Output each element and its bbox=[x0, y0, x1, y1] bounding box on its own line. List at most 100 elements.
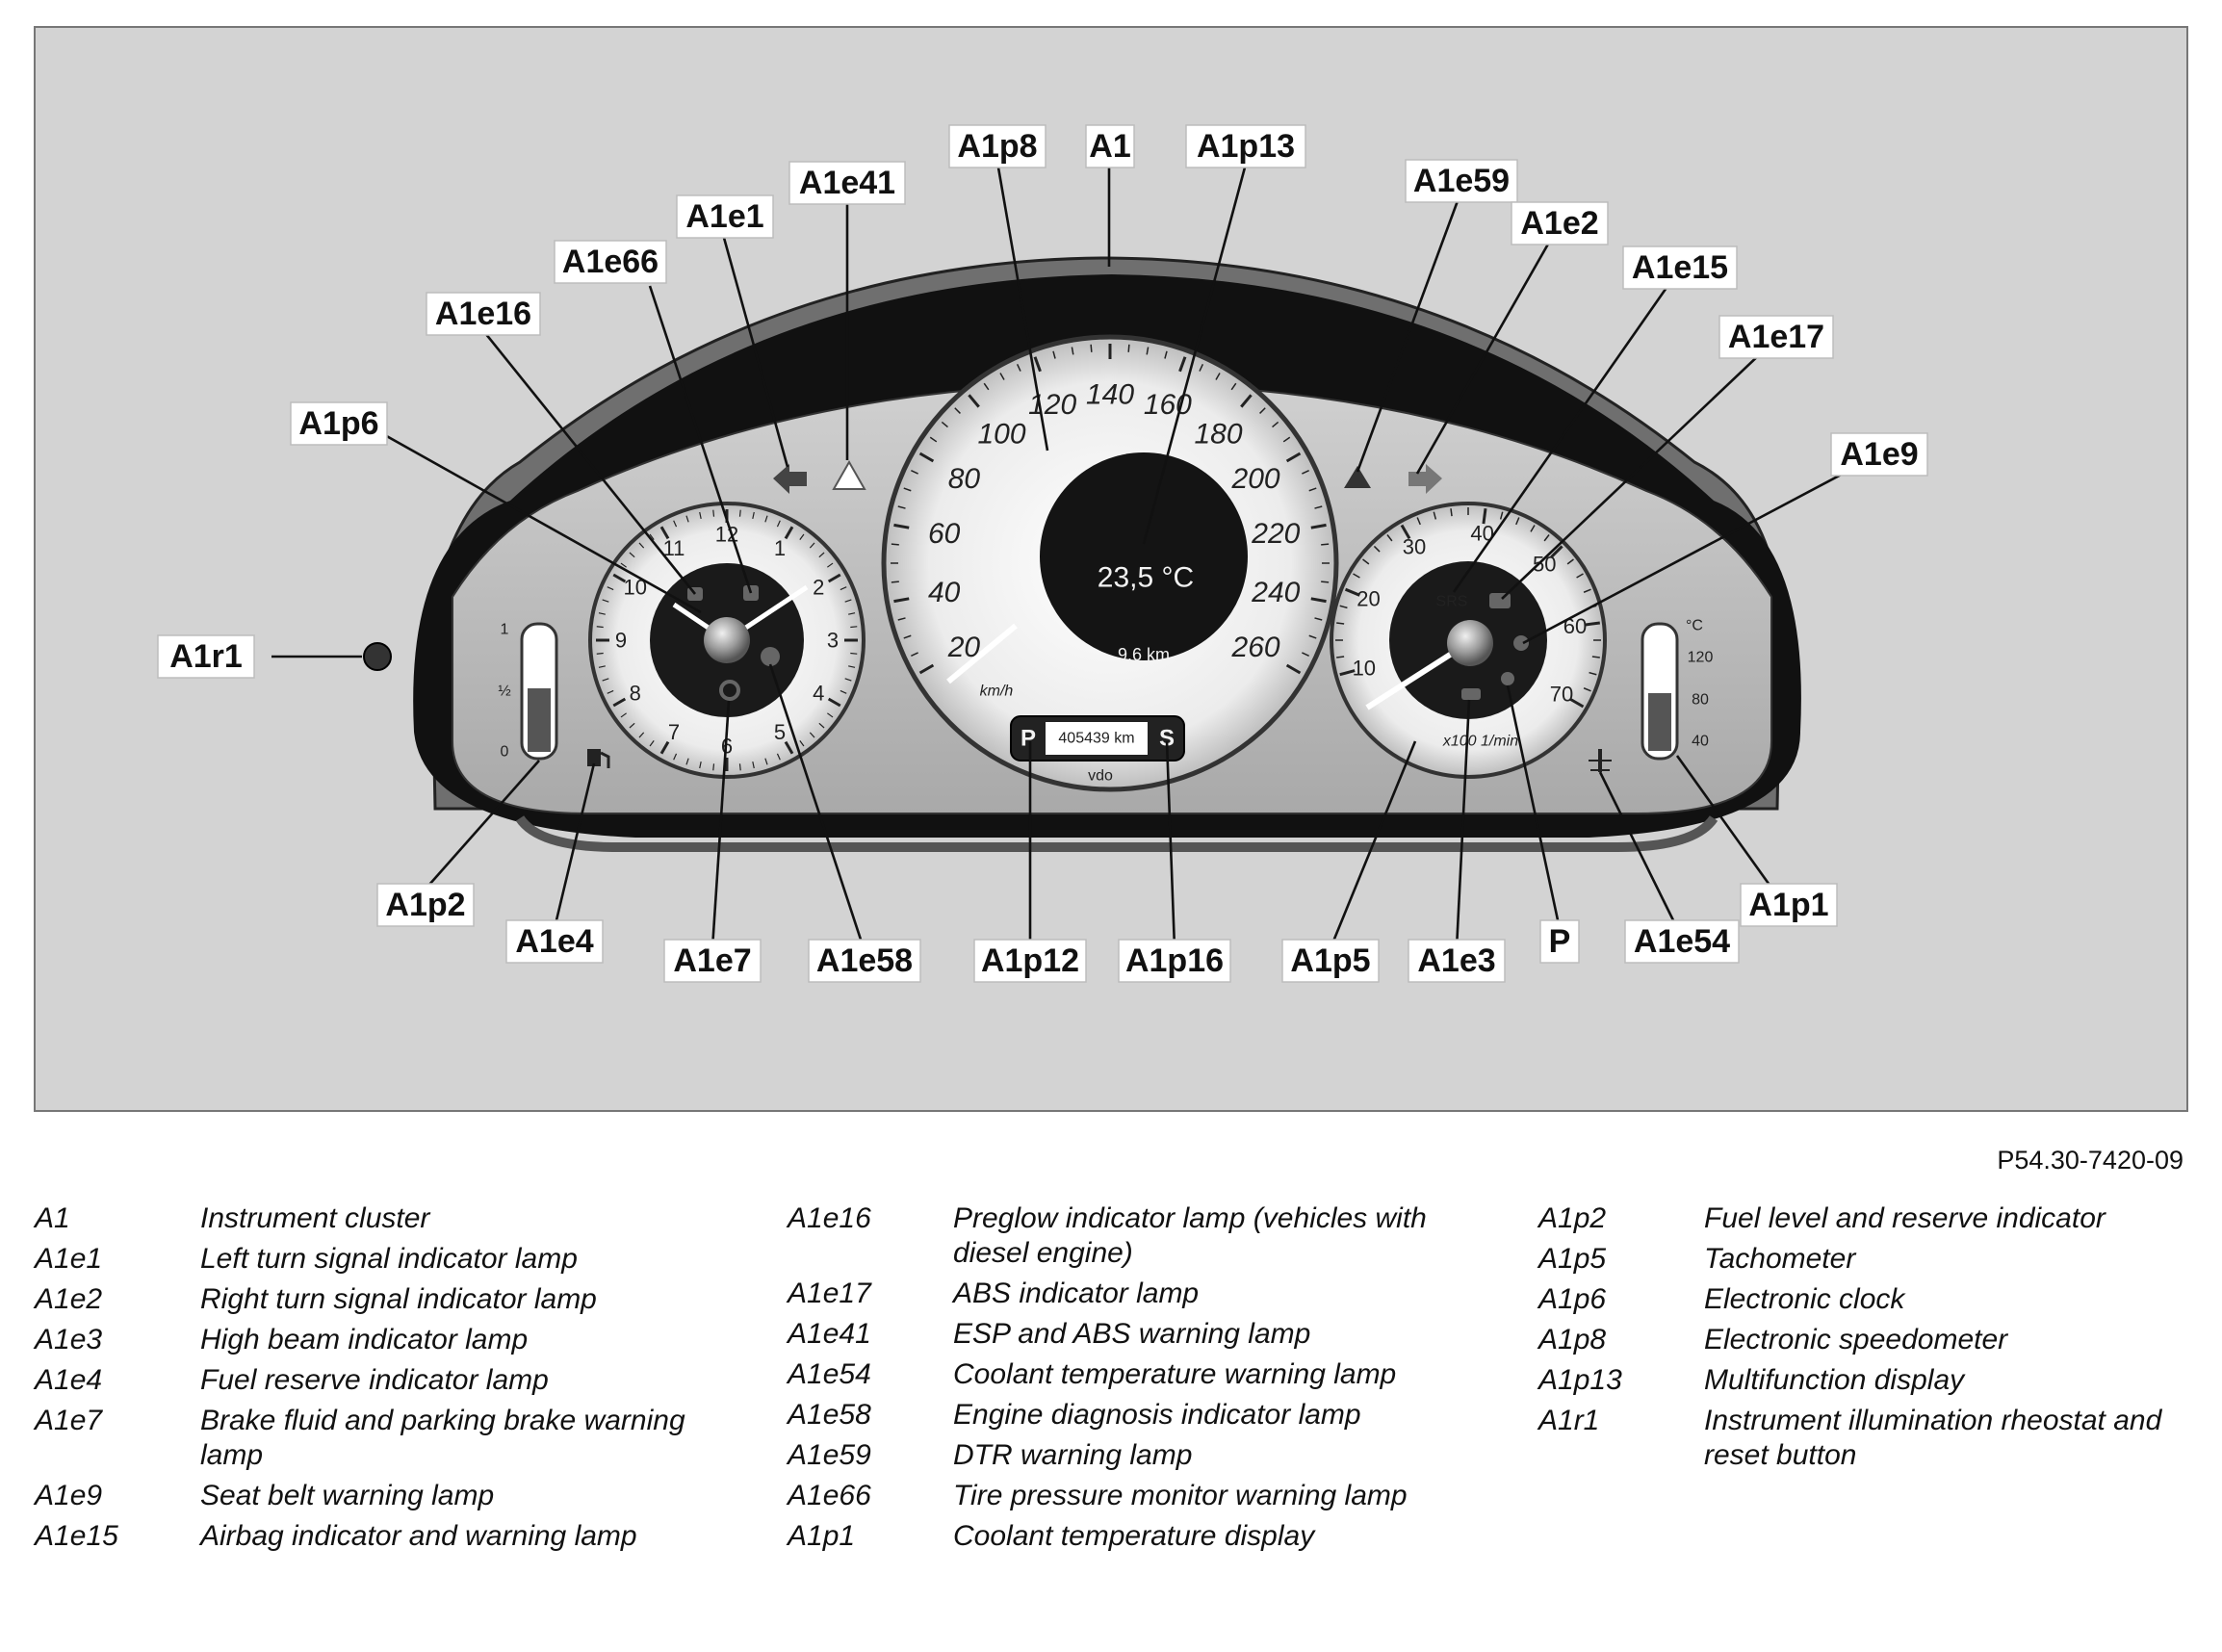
tachometer-number: 30 bbox=[1403, 535, 1426, 559]
tachometer-number: 10 bbox=[1353, 656, 1376, 680]
speedometer-tick bbox=[1199, 364, 1204, 372]
callout-A1e15: A1e15 bbox=[1622, 245, 1738, 290]
speedometer-tick bbox=[918, 452, 935, 463]
speedometer-tick bbox=[893, 597, 910, 604]
legend-description: Tire pressure monitor warning lamp bbox=[953, 1480, 1408, 1511]
speedometer-tick bbox=[1310, 523, 1327, 529]
clock-tick bbox=[649, 740, 655, 747]
clock-tick bbox=[840, 586, 847, 591]
tachometer-tick bbox=[1400, 524, 1411, 540]
tachometer-tick bbox=[1515, 517, 1520, 526]
tachometer-number: 50 bbox=[1533, 552, 1556, 576]
callout-A1e17: A1e17 bbox=[1718, 315, 1834, 359]
legend-description: Coolant temperature warning lamp bbox=[953, 1358, 1397, 1390]
tachometer-tick bbox=[1433, 511, 1437, 520]
speedometer-tick bbox=[911, 652, 918, 658]
speed-unit: km/h bbox=[980, 684, 1014, 700]
speedometer-number: 120 bbox=[1028, 389, 1076, 421]
callout-A1r1: A1r1 bbox=[157, 634, 255, 679]
coolant-scale-40: 40 bbox=[1692, 734, 1709, 750]
legend-code: A1e4 bbox=[35, 1364, 103, 1396]
clock-tick bbox=[827, 712, 834, 718]
clock-tick bbox=[850, 652, 858, 655]
legend-row: A1p2 Fuel level and reserve indicator bbox=[1538, 1201, 2203, 1236]
legend-description: Fuel level and reserve indicator bbox=[1704, 1202, 2106, 1234]
legend-code: A1p2 bbox=[1538, 1202, 1607, 1234]
speedometer-tick bbox=[1308, 634, 1317, 639]
speedometer-tick bbox=[1240, 394, 1253, 408]
tacho-unit: x100 1/min bbox=[1442, 734, 1518, 750]
tachometer-tick bbox=[1583, 687, 1591, 692]
clock-number: 7 bbox=[668, 720, 680, 744]
clock-number: 9 bbox=[615, 629, 627, 653]
park-indicator-icon bbox=[1501, 672, 1514, 685]
clock-number: 11 bbox=[663, 536, 685, 560]
clock-tick bbox=[629, 552, 635, 558]
legend-description: Right turn signal indicator lamp bbox=[200, 1283, 597, 1315]
legend-description: Electronic clock bbox=[1704, 1283, 1905, 1315]
legend-code: A1e2 bbox=[35, 1283, 103, 1315]
legend-description: Instrument cluster bbox=[200, 1202, 430, 1234]
speedometer-tick bbox=[893, 523, 910, 529]
clock-tick bbox=[840, 689, 847, 694]
speedometer-tick bbox=[1016, 364, 1021, 372]
clock-tick bbox=[776, 520, 781, 528]
leader-lines bbox=[271, 167, 1847, 949]
svg-text:A1e16: A1e16 bbox=[435, 296, 531, 332]
legend-row: A1e2 Right turn signal indicator lamp bbox=[35, 1282, 699, 1317]
legend-description: ABS indicator lamp bbox=[953, 1278, 1200, 1309]
legend-description: Instrument illumination rheostat and res… bbox=[1704, 1405, 2162, 1471]
tachometer-ticks bbox=[1335, 507, 1601, 709]
tachometer-number: 70 bbox=[1550, 683, 1573, 707]
callout-A1e41: A1e41 bbox=[788, 161, 906, 205]
clock-tick bbox=[685, 515, 689, 523]
fuel-pump-icon bbox=[587, 749, 610, 768]
legend-code: A1e3 bbox=[35, 1324, 103, 1355]
speedometer-number: 200 bbox=[1231, 463, 1280, 495]
clock-tick bbox=[712, 509, 715, 517]
svg-text:A1e7: A1e7 bbox=[673, 942, 751, 979]
clock-tick bbox=[799, 533, 805, 540]
clock-tick bbox=[602, 678, 609, 682]
clock-tick bbox=[752, 511, 755, 519]
speedometer-tick bbox=[954, 407, 961, 414]
tachometer-tick bbox=[1362, 558, 1370, 565]
legend-code: A1e17 bbox=[788, 1278, 871, 1309]
clock-number: 5 bbox=[774, 720, 786, 744]
clock-number: 1 bbox=[774, 536, 786, 560]
svg-text:A1e3: A1e3 bbox=[1417, 942, 1495, 979]
callout-A1p16: A1p16 bbox=[1118, 939, 1231, 983]
brake-warning-icon bbox=[719, 680, 740, 701]
legend-description: DTR warning lamp bbox=[953, 1439, 1193, 1471]
svg-text:A1p5: A1p5 bbox=[1290, 942, 1370, 979]
speedometer-tick bbox=[1302, 469, 1309, 475]
svg-text:A1p6: A1p6 bbox=[298, 405, 378, 442]
speedometer-tick bbox=[1215, 373, 1221, 380]
speedometer-tick bbox=[1321, 543, 1330, 546]
clock-tick bbox=[818, 552, 825, 558]
callout-A1e3: A1e3 bbox=[1408, 939, 1506, 983]
speedometer-tick bbox=[1272, 421, 1279, 428]
rheostat-knob[interactable] bbox=[363, 642, 392, 671]
svg-text:P: P bbox=[1549, 923, 1571, 960]
svg-text:A1p1: A1p1 bbox=[1748, 887, 1828, 923]
clock-tick bbox=[712, 763, 715, 771]
high-beam-icon bbox=[1461, 688, 1481, 700]
abs-icon bbox=[1489, 593, 1511, 608]
fuel-scale-empty: 0 bbox=[501, 744, 509, 761]
fuel-gauge: 1 ½ 0 bbox=[498, 622, 558, 761]
right-turn-arrow-icon bbox=[1408, 464, 1442, 494]
clock-tick bbox=[827, 562, 834, 568]
speedometer-tick bbox=[1178, 356, 1187, 373]
speedometer-tick bbox=[999, 373, 1005, 380]
clock-tick bbox=[738, 763, 741, 771]
speedometer-tick bbox=[1321, 581, 1330, 583]
clock-tick bbox=[659, 526, 670, 540]
clock-tick bbox=[699, 511, 702, 519]
